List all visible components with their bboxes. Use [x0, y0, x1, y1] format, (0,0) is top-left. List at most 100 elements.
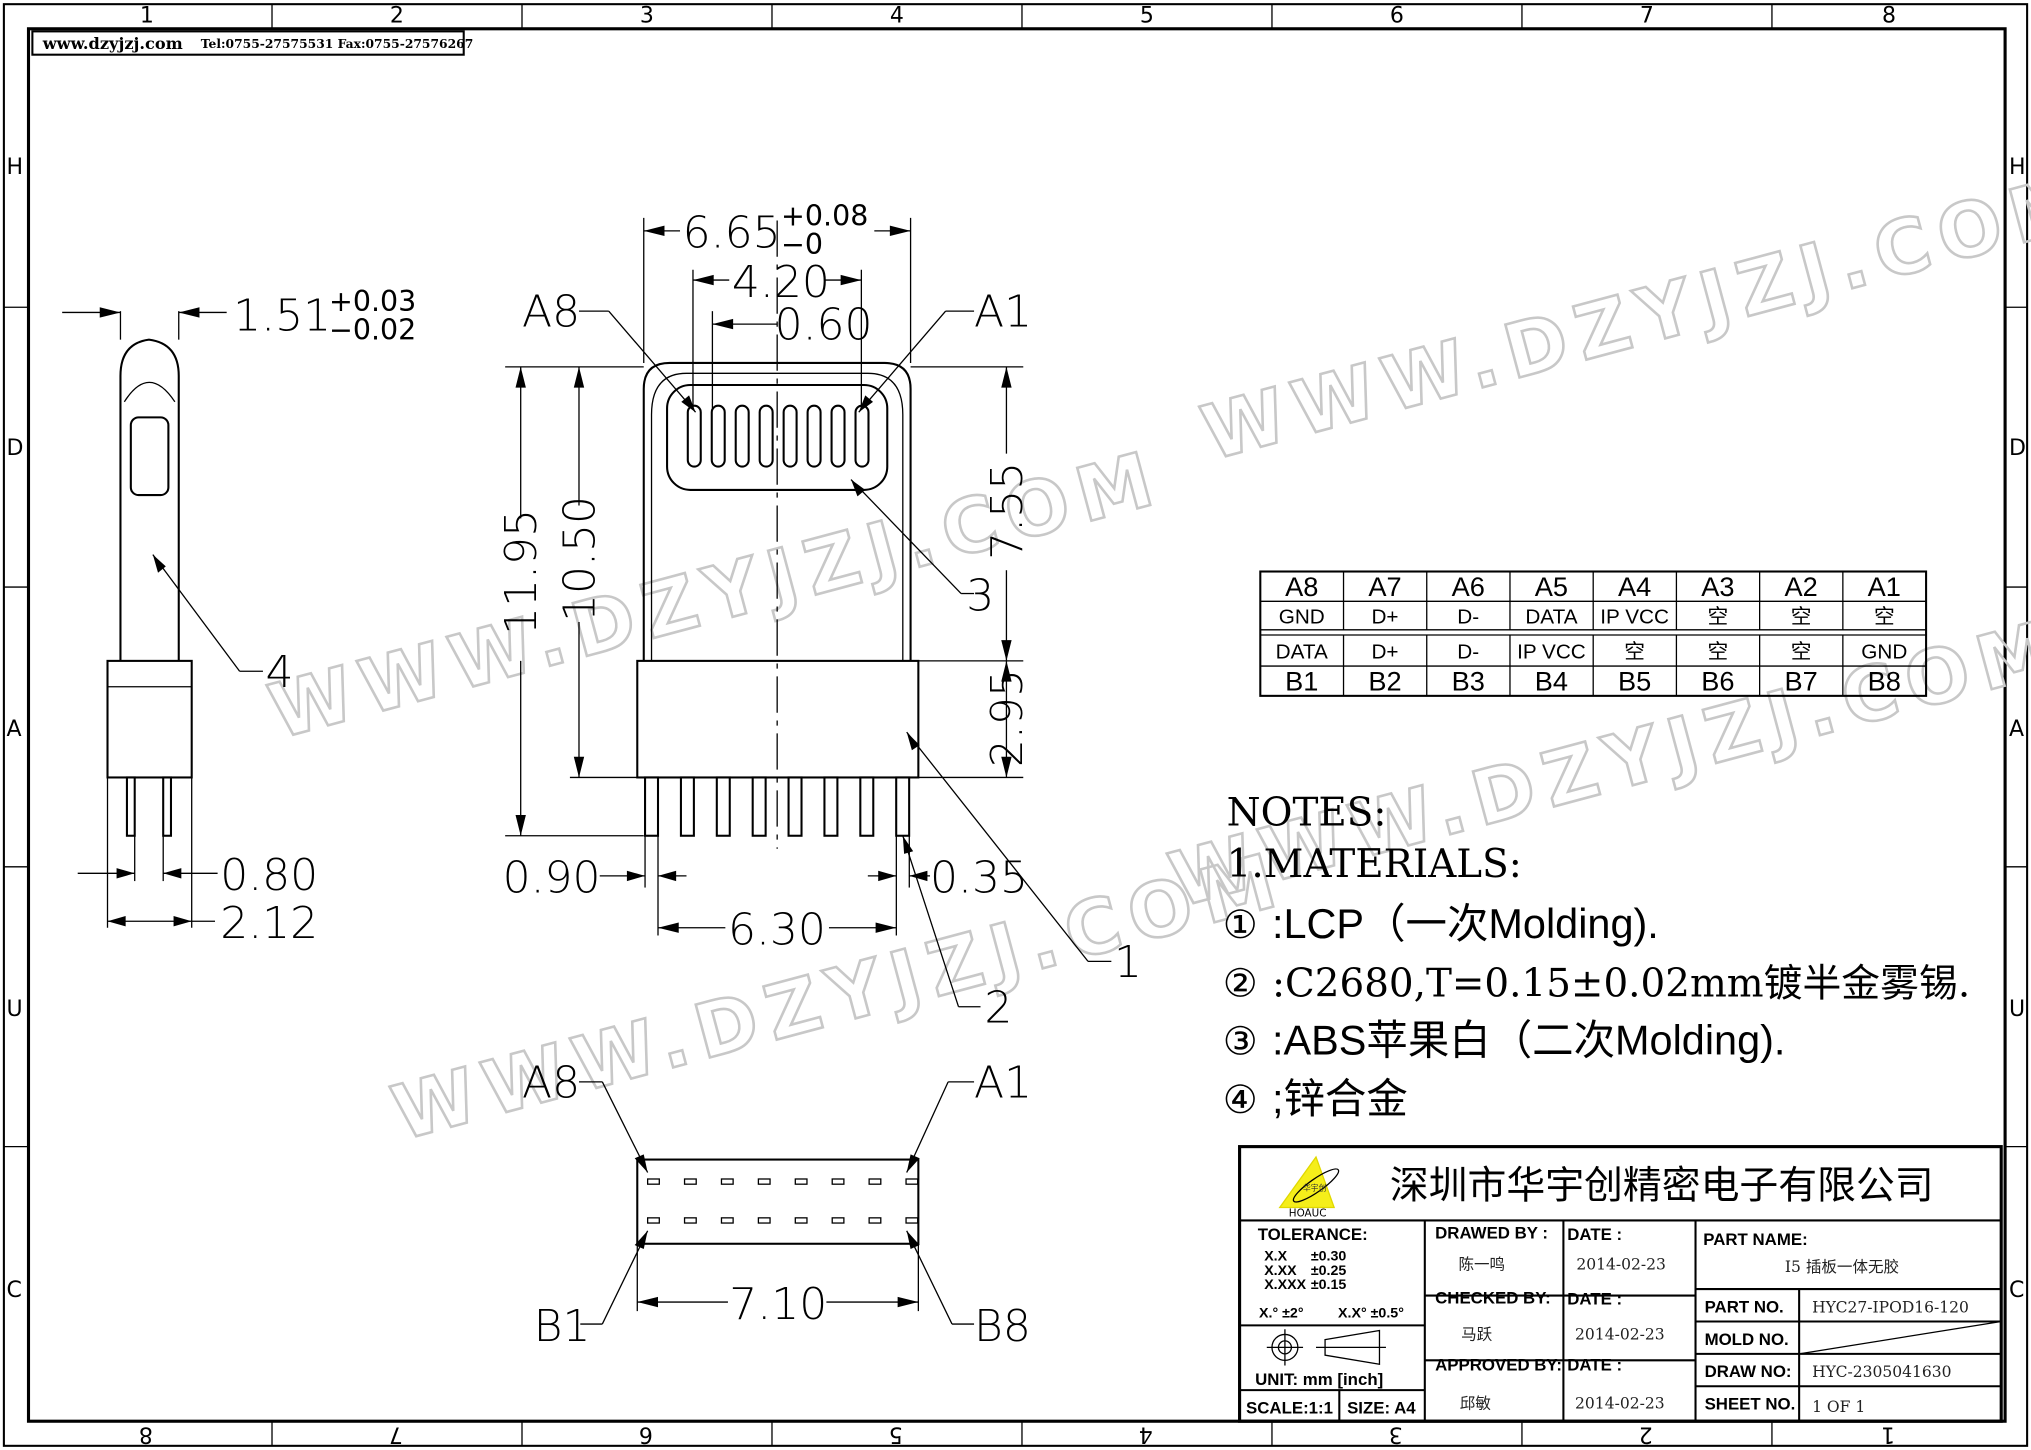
svg-text:2014-02-23: 2014-02-23 — [1575, 1326, 1665, 1344]
grid-col-label: 2 — [1639, 1422, 1653, 1447]
contact-pad — [868, 1217, 882, 1224]
part-name: I5 插板一体无胶 — [1785, 1258, 1899, 1276]
svg-text:B8: B8 — [974, 1301, 1031, 1352]
pin-id: A7 — [1368, 571, 1401, 602]
pin-id: A5 — [1535, 571, 1568, 602]
svg-text:马跃: 马跃 — [1461, 1326, 1493, 1344]
pin-id: B2 — [1368, 666, 1401, 697]
contact-slot — [758, 404, 774, 468]
pin-signal: DATA — [1276, 640, 1328, 663]
projection-symbol — [1266, 1329, 1386, 1366]
svg-text:2014-02-23: 2014-02-23 — [1576, 1256, 1666, 1274]
grid-row-label: U — [2009, 997, 2025, 1022]
pin-id: A8 — [1285, 571, 1318, 602]
pin-signal: 空 — [1707, 640, 1728, 663]
svg-text:11.95: 11.95 — [496, 509, 547, 635]
grid-col-label: 8 — [1882, 3, 1896, 28]
contact-pad — [831, 1178, 845, 1185]
title-block: 华宇创 HOAUC 深圳市华宇创精密电子有限公司 TOLERANCE: X.X ±… — [1238, 1145, 2003, 1423]
pin-id: B6 — [1701, 666, 1734, 697]
pin-id: A1 — [1868, 571, 1901, 602]
svg-text:B1: B1 — [534, 1301, 591, 1352]
svg-text:DRAWED BY :: DRAWED BY : — [1435, 1224, 1548, 1243]
svg-text:2.12: 2.12 — [220, 898, 318, 949]
grid-col-label: 1 — [1881, 1422, 1895, 1447]
svg-text:SIZE: A4: SIZE: A4 — [1347, 1398, 1416, 1417]
tolerance-format: X.XX — [1264, 1263, 1297, 1279]
tolerance-format: X.X — [1264, 1249, 1287, 1265]
grid-col-label: 5 — [889, 1422, 903, 1447]
pin — [895, 776, 911, 837]
grid-col-label: 7 — [1640, 3, 1654, 28]
note-number: ④ — [1223, 1078, 1258, 1123]
front-view: 6.65 +0.08 −0 4.20 0.60 A8 A1 11.95 10.5… — [496, 200, 1142, 1034]
svg-text:CHECKED BY:: CHECKED BY: — [1435, 1288, 1551, 1307]
svg-text:X.X° ±0.5°: X.X° ±0.5° — [1338, 1306, 1404, 1322]
tolerance-value: ±0.15 — [1311, 1277, 1347, 1293]
contact-pad — [831, 1217, 845, 1224]
pin — [823, 776, 839, 837]
contact-pad — [646, 1178, 660, 1185]
pin-signal: D+ — [1371, 640, 1398, 663]
svg-text:X.° ±2°: X.° ±2° — [1259, 1306, 1304, 1322]
svg-text:A8: A8 — [522, 1057, 580, 1108]
contact-text: Tel:0755-27575531 Fax:0755-27576267 — [201, 36, 474, 51]
contact-slot — [854, 404, 870, 468]
contact-pad — [683, 1178, 697, 1185]
note-number: ③ — [1223, 1020, 1258, 1065]
contact-slot — [710, 404, 726, 468]
svg-text:APPROVED BY:: APPROVED BY: — [1435, 1356, 1562, 1375]
contact-slot — [830, 404, 846, 468]
pin-id: A6 — [1452, 571, 1485, 602]
callout-4: 4 — [266, 647, 294, 698]
contact-pad — [794, 1178, 808, 1185]
note-text: ;锌合金 — [1272, 1075, 1408, 1122]
pin — [644, 776, 660, 837]
note-text: :ABS苹果白（二次Molding). — [1272, 1017, 1785, 1064]
pin-signal: D- — [1457, 640, 1479, 663]
svg-text:HOAUC: HOAUC — [1289, 1208, 1327, 1220]
svg-text:0.90: 0.90 — [503, 853, 601, 904]
grid-col-label: 4 — [890, 3, 904, 28]
label-a8: A8 — [522, 287, 580, 338]
contact-pad — [646, 1217, 660, 1224]
contact-pad — [794, 1217, 808, 1224]
pin — [859, 776, 875, 837]
svg-text:华宇创: 华宇创 — [1303, 1183, 1327, 1193]
svg-text:4.20: 4.20 — [732, 257, 830, 308]
contact-pad — [905, 1217, 919, 1224]
pin-signal: GND — [1861, 640, 1907, 663]
drawing-frame — [2, 3, 2029, 1447]
label-a1: A1 — [974, 287, 1032, 338]
pin-id: B1 — [1285, 666, 1318, 697]
contact-pad — [720, 1217, 734, 1224]
svg-text:6.65: 6.65 — [683, 208, 781, 259]
svg-text:SHEET NO.: SHEET NO. — [1705, 1395, 1796, 1414]
grid-col-label: 4 — [1139, 1422, 1153, 1447]
svg-text:7.55: 7.55 — [982, 462, 1033, 560]
svg-text:陈一鸣: 陈一鸣 — [1458, 1256, 1505, 1274]
svg-text:10.50: 10.50 — [555, 496, 606, 622]
pin-id: A2 — [1784, 571, 1817, 602]
contact-pad — [905, 1178, 919, 1185]
svg-text:UNIT: mm [inch]: UNIT: mm [inch] — [1255, 1370, 1383, 1389]
note-number: ② — [1223, 961, 1258, 1006]
svg-text:TOLERANCE:: TOLERANCE: — [1258, 1225, 1368, 1244]
contact-slot — [734, 404, 750, 468]
bottom-view: A8 A1 B1 B8 7.10 — [522, 1057, 1032, 1352]
company-name: 深圳市华宇创精密电子有限公司 — [1390, 1163, 1934, 1208]
contact-slot — [782, 404, 798, 468]
contact-pad — [757, 1217, 771, 1224]
svg-text:6.30: 6.30 — [728, 905, 826, 956]
contact-slot — [686, 404, 702, 468]
contact-pad — [757, 1178, 771, 1185]
pin-signal: 空 — [1707, 605, 1728, 628]
note-text: :LCP（一次Molding). — [1272, 900, 1659, 947]
pin-signal: DATA — [1525, 605, 1577, 628]
pin-signal: D+ — [1371, 605, 1398, 628]
grid-row-label: U — [6, 997, 22, 1022]
contact-pad — [720, 1178, 734, 1185]
grid-col-label: 8 — [139, 1422, 153, 1447]
